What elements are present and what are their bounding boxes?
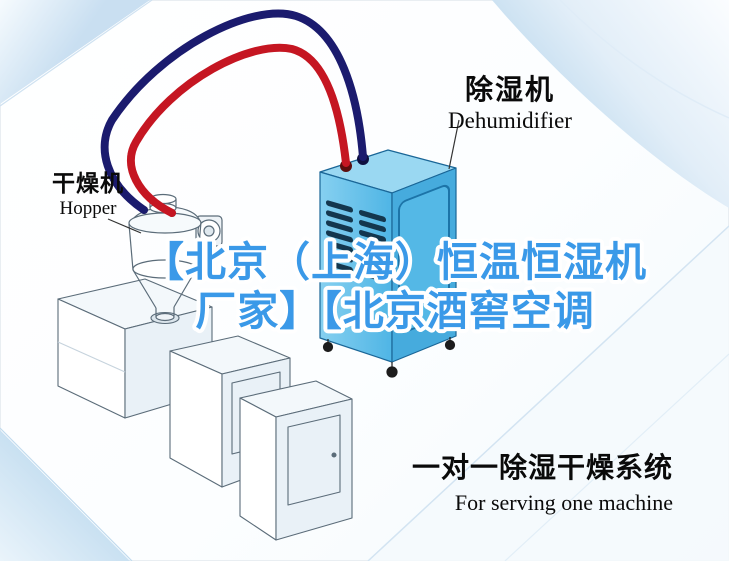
navy-hose bbox=[100, 9, 367, 214]
swoosh-top-left bbox=[0, 0, 150, 104]
hopper-drawing bbox=[128, 193, 223, 322]
leader-line-hopper bbox=[107, 218, 142, 234]
system-callout: 一对一除湿干燥系统 For serving one machine bbox=[395, 452, 673, 515]
caster-wheels bbox=[322, 337, 456, 378]
swoosh-top-right bbox=[492, 0, 729, 208]
swoosh-bottom-right-line bbox=[367, 225, 729, 561]
red-hose bbox=[127, 43, 350, 217]
swoosh-bottom-right-line2 bbox=[504, 353, 729, 561]
hopper-callout: 干燥机 Hopper bbox=[46, 170, 130, 220]
dehumidifier-door bbox=[398, 184, 450, 334]
swoosh-top-left-line bbox=[0, 0, 153, 107]
swoosh-bottom-left bbox=[0, 430, 130, 561]
dehumidifier-label-en: Dehumidifier bbox=[448, 108, 572, 134]
hopper-label-zh: 干燥机 bbox=[52, 170, 124, 196]
swoosh-top-right-line bbox=[559, 0, 729, 119]
hopper-label-en: Hopper bbox=[59, 198, 117, 220]
swoosh-bottom-left-line bbox=[0, 427, 133, 561]
leader-line-dehumidifier bbox=[448, 119, 460, 170]
watermark-line2: 厂家】【北京酒窖空调 bbox=[195, 288, 595, 334]
watermark-line1: 【北京（上海）恒温恒湿机 bbox=[143, 239, 647, 285]
dehumidifier-drawing bbox=[319, 149, 457, 378]
system-label-en: For serving one machine bbox=[454, 490, 673, 516]
dehumidifier-label-zh: 除湿机 bbox=[464, 74, 555, 105]
dehumidifier-callout: 除湿机 Dehumidifier bbox=[435, 74, 585, 135]
system-label-zh: 一对一除湿干燥系统 bbox=[411, 452, 673, 483]
extruder-machine-drawing bbox=[57, 278, 353, 541]
vent-grille bbox=[326, 200, 386, 283]
